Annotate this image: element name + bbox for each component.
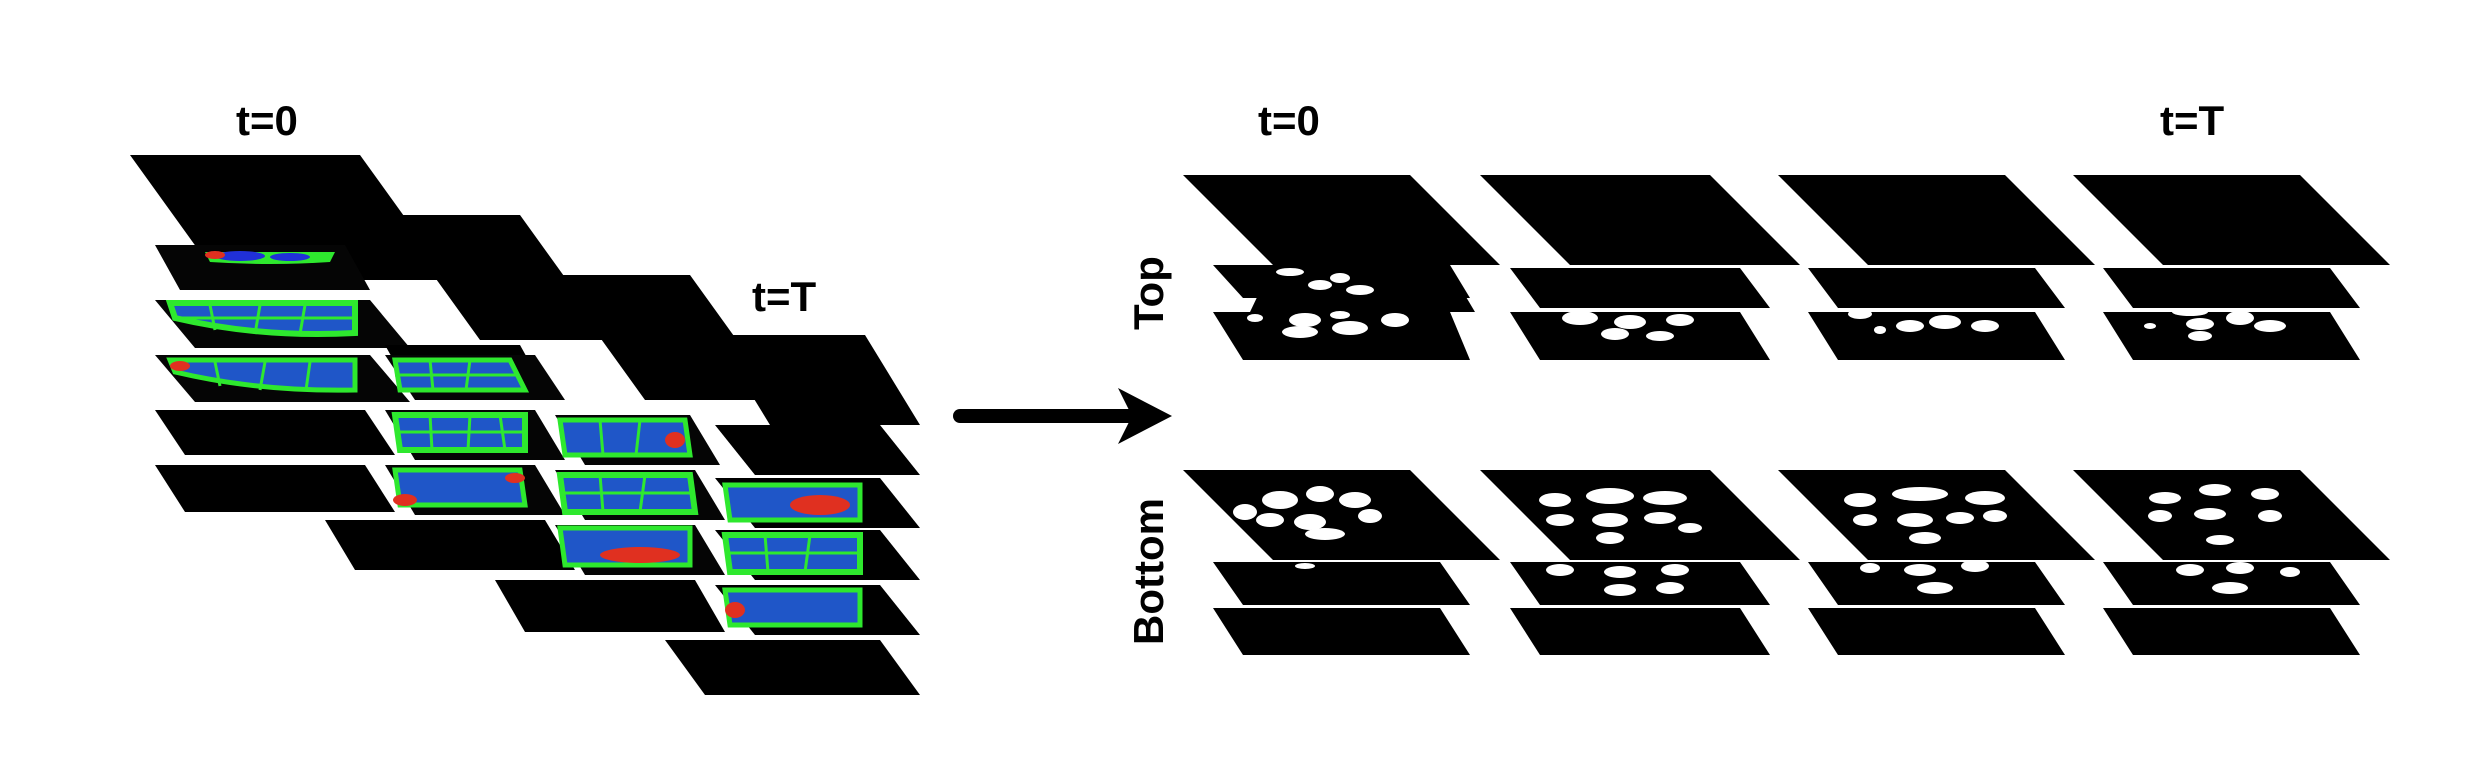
raw-slice [555, 525, 725, 575]
raw-slice [555, 415, 720, 465]
raw-slice [155, 355, 410, 402]
mask-blobs [1844, 487, 2007, 594]
mask-blobs [2144, 308, 2286, 341]
right-t0-label: t=0 [1258, 97, 1320, 144]
mask-stack-top-col4 [2073, 175, 2390, 360]
mask-blobs [2148, 484, 2300, 594]
mask-blobs [1848, 309, 1999, 334]
mask-blobs [1247, 268, 1409, 338]
right-tT-label: t=T [2160, 97, 2225, 144]
mask-stack-bottom-col1 [1183, 470, 1500, 655]
mask-blobs [1539, 488, 1702, 596]
raw-slice [155, 245, 370, 290]
left-t0-label: t=0 [236, 97, 298, 144]
raw-slice [715, 585, 920, 635]
mask-stack-top-col3 [1778, 175, 2095, 360]
raw-stack-tT [665, 335, 920, 695]
raw-stack-t2 [495, 275, 780, 632]
process-arrow [953, 388, 1172, 444]
row-top-label: Top [1125, 256, 1172, 330]
raw-slice [385, 410, 565, 460]
raw-slice [385, 355, 565, 400]
mask-stack-bottom-col2 [1480, 470, 1800, 655]
raw-slice [715, 478, 920, 528]
mask-stack-top-col2 [1480, 175, 1800, 360]
row-bottom-label: Bottom [1125, 498, 1172, 645]
raw-slice [385, 465, 565, 515]
raw-slice [555, 470, 725, 520]
mask-blobs [1233, 486, 1382, 569]
mask-blobs [1562, 311, 1694, 341]
raw-stack-t0 [130, 155, 450, 512]
left-tT-label: t=T [752, 273, 817, 320]
mask-stack-top-col1 [1183, 175, 1500, 360]
mask-stack-bottom-col4 [2073, 470, 2390, 655]
raw-slice [715, 530, 920, 580]
raw-slice [155, 300, 410, 348]
mask-stack-bottom-col3 [1778, 470, 2095, 655]
raw-stack-t1 [325, 215, 610, 570]
